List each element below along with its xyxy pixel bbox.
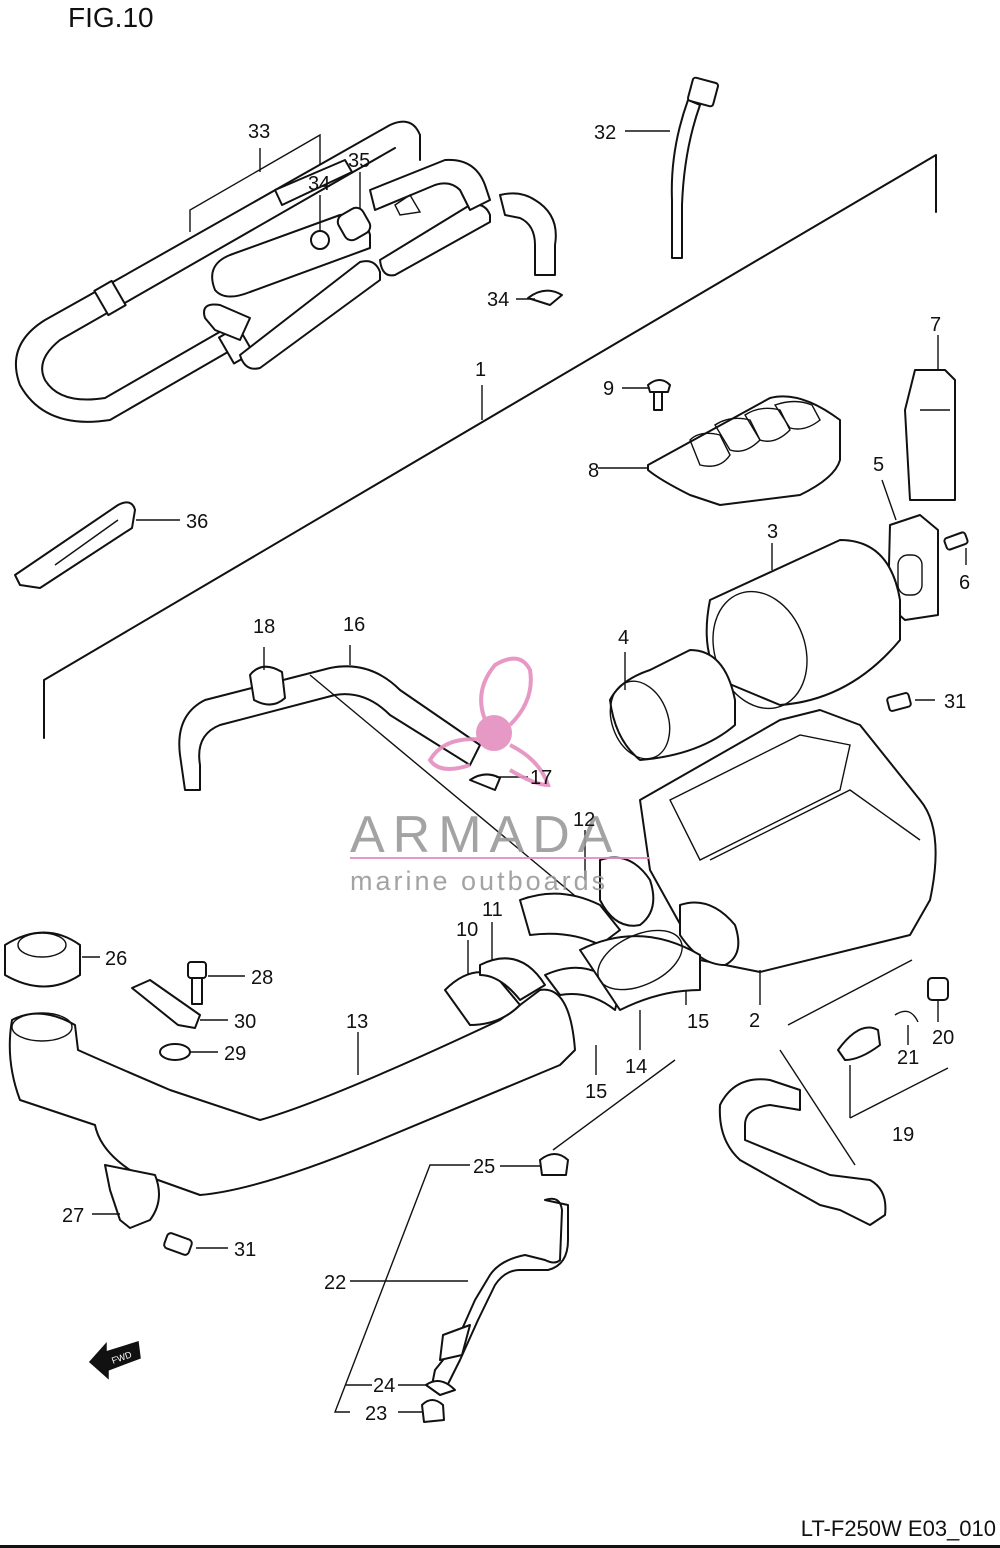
screw-9 (622, 379, 671, 411)
callout-12: 12 (573, 809, 595, 831)
assembly-bracket-1 (43, 154, 937, 739)
callout-16: 16 (343, 614, 365, 636)
armada-watermark: ARMADA marine outboards (350, 656, 650, 896)
watermark-tagline: marine outboards (350, 866, 608, 896)
clip-24 (425, 1380, 456, 1396)
bolt-31-lower (163, 1232, 228, 1256)
callout-8: 8 (588, 460, 599, 482)
clamp-23 (421, 1399, 445, 1423)
callout-27: 27 (62, 1205, 84, 1227)
callout-2: 2 (749, 1010, 760, 1032)
hose-22 (350, 1197, 569, 1391)
watermark-brand: ARMADA (350, 806, 620, 864)
callout-22: 22 (324, 1272, 346, 1294)
callout-32: 32 (594, 122, 616, 144)
callout-34a: 34 (308, 173, 330, 195)
ring-26 (4, 931, 100, 988)
callout-14: 14 (625, 1056, 647, 1078)
bolt-31-top (886, 692, 935, 712)
callout-15a: 15 (687, 1011, 709, 1033)
callout-17: 17 (530, 767, 552, 789)
callout-11: 11 (482, 899, 503, 921)
callout-9: 9 (603, 378, 614, 400)
callout-24: 24 (373, 1375, 395, 1397)
hose-19 (718, 1026, 949, 1226)
fwd-arrow-icon: FWD (88, 1341, 141, 1380)
callout-20: 20 (932, 1027, 954, 1049)
clamp-25 (500, 1059, 676, 1176)
hose-16 (178, 645, 481, 791)
callout-23: 23 (365, 1403, 387, 1425)
callout-30: 30 (234, 1011, 256, 1033)
propeller-logo-icon (427, 656, 551, 788)
leader-line-16 (309, 674, 581, 901)
callout-29: 29 (224, 1043, 246, 1065)
clamp-20 (927, 977, 949, 1022)
callout-7: 7 (930, 314, 941, 336)
callout-25: 25 (473, 1156, 495, 1178)
leader-line-19b (779, 1049, 856, 1166)
callout-13: 13 (346, 1011, 368, 1033)
callout-6: 6 (959, 572, 970, 594)
bottom-rule (0, 1545, 1000, 1548)
bracket-27 (92, 1164, 160, 1229)
callout-28: 28 (251, 967, 273, 989)
callout-3: 3 (767, 521, 778, 543)
joint-assembly (444, 830, 701, 1075)
callout-4: 4 (618, 627, 629, 649)
callout-19: 19 (892, 1124, 914, 1146)
clamp-18 (249, 647, 286, 706)
inner-element-4 (609, 649, 736, 761)
callout-33: 33 (248, 121, 270, 143)
lid-7 (904, 335, 956, 501)
intake-tube-13 (8, 988, 576, 1196)
callout-18: 18 (253, 616, 275, 638)
plate-30 (131, 979, 228, 1029)
harness-clamp-32 (625, 76, 719, 259)
callout-15b: 15 (585, 1081, 607, 1103)
washer-29 (159, 1043, 218, 1061)
callout-26: 26 (105, 948, 127, 970)
callout-5: 5 (873, 454, 884, 476)
callout-10: 10 (456, 919, 478, 941)
callout-35: 35 (348, 150, 370, 172)
clip-21 (894, 1010, 919, 1045)
bolt-6 (943, 531, 969, 565)
callout-31a: 31 (944, 691, 966, 713)
callout-21: 21 (897, 1047, 919, 1069)
callout-31b: 31 (234, 1239, 256, 1261)
callout-1: 1 (475, 359, 486, 381)
bracket-36 (14, 501, 180, 589)
callout-34b: 34 (487, 289, 509, 311)
cleaner-cover-8 (598, 395, 841, 506)
bolt-28 (187, 961, 245, 1005)
leader-line-22-group (333, 1164, 470, 1413)
breather-hose-set (14, 120, 563, 423)
figure-title: FIG.10 (68, 2, 154, 33)
leader-line-19 (787, 959, 913, 1026)
callout-36: 36 (186, 511, 208, 533)
cleaner-case-2 (599, 709, 937, 1005)
drawing-code: LT-F250W E03_010 (800, 1516, 996, 1541)
